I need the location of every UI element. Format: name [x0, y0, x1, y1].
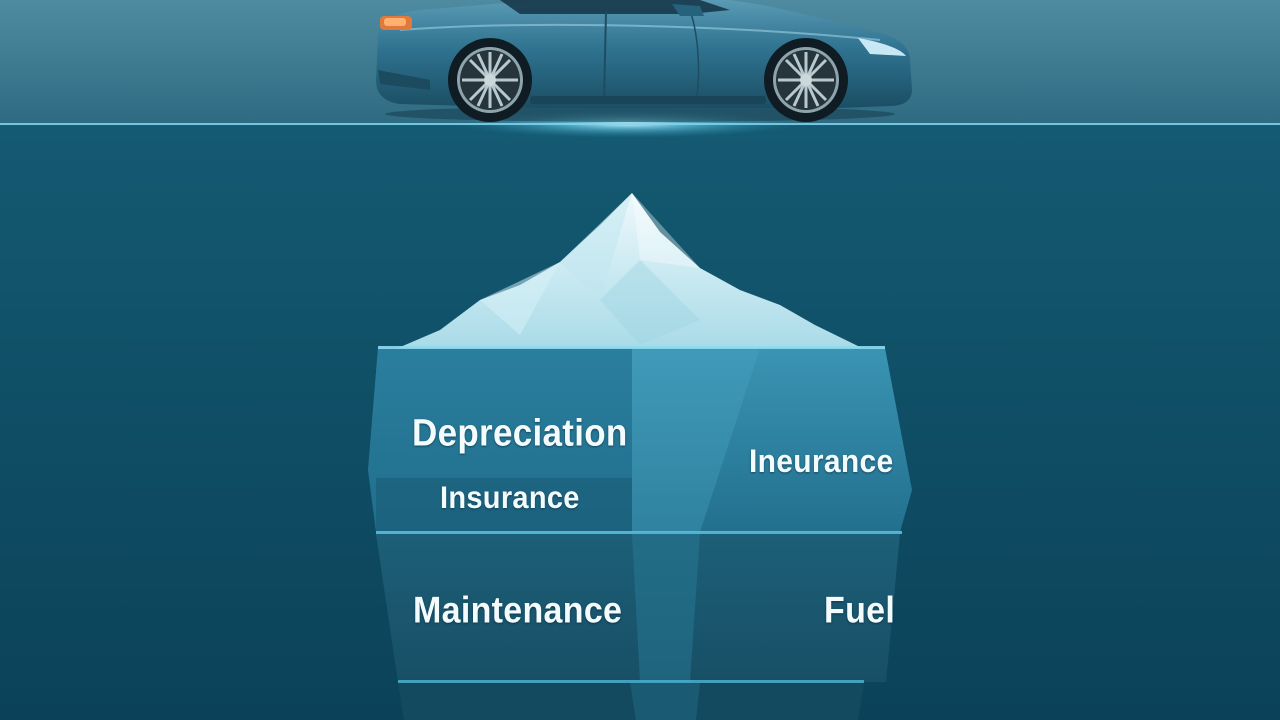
front-wheel: [764, 38, 848, 122]
iceberg-tip: [398, 193, 862, 348]
label-insurance: Insurance: [440, 481, 580, 516]
label-insurance-right: Ineurance: [749, 444, 894, 480]
rear-wheel: [448, 38, 532, 122]
label-fuel: Fuel: [824, 590, 896, 632]
iceberg-body: [368, 346, 912, 720]
label-depreciation: Depreciation: [412, 412, 628, 455]
label-maintenance: Maintenance: [413, 590, 623, 632]
car-illustration: [376, 0, 912, 122]
